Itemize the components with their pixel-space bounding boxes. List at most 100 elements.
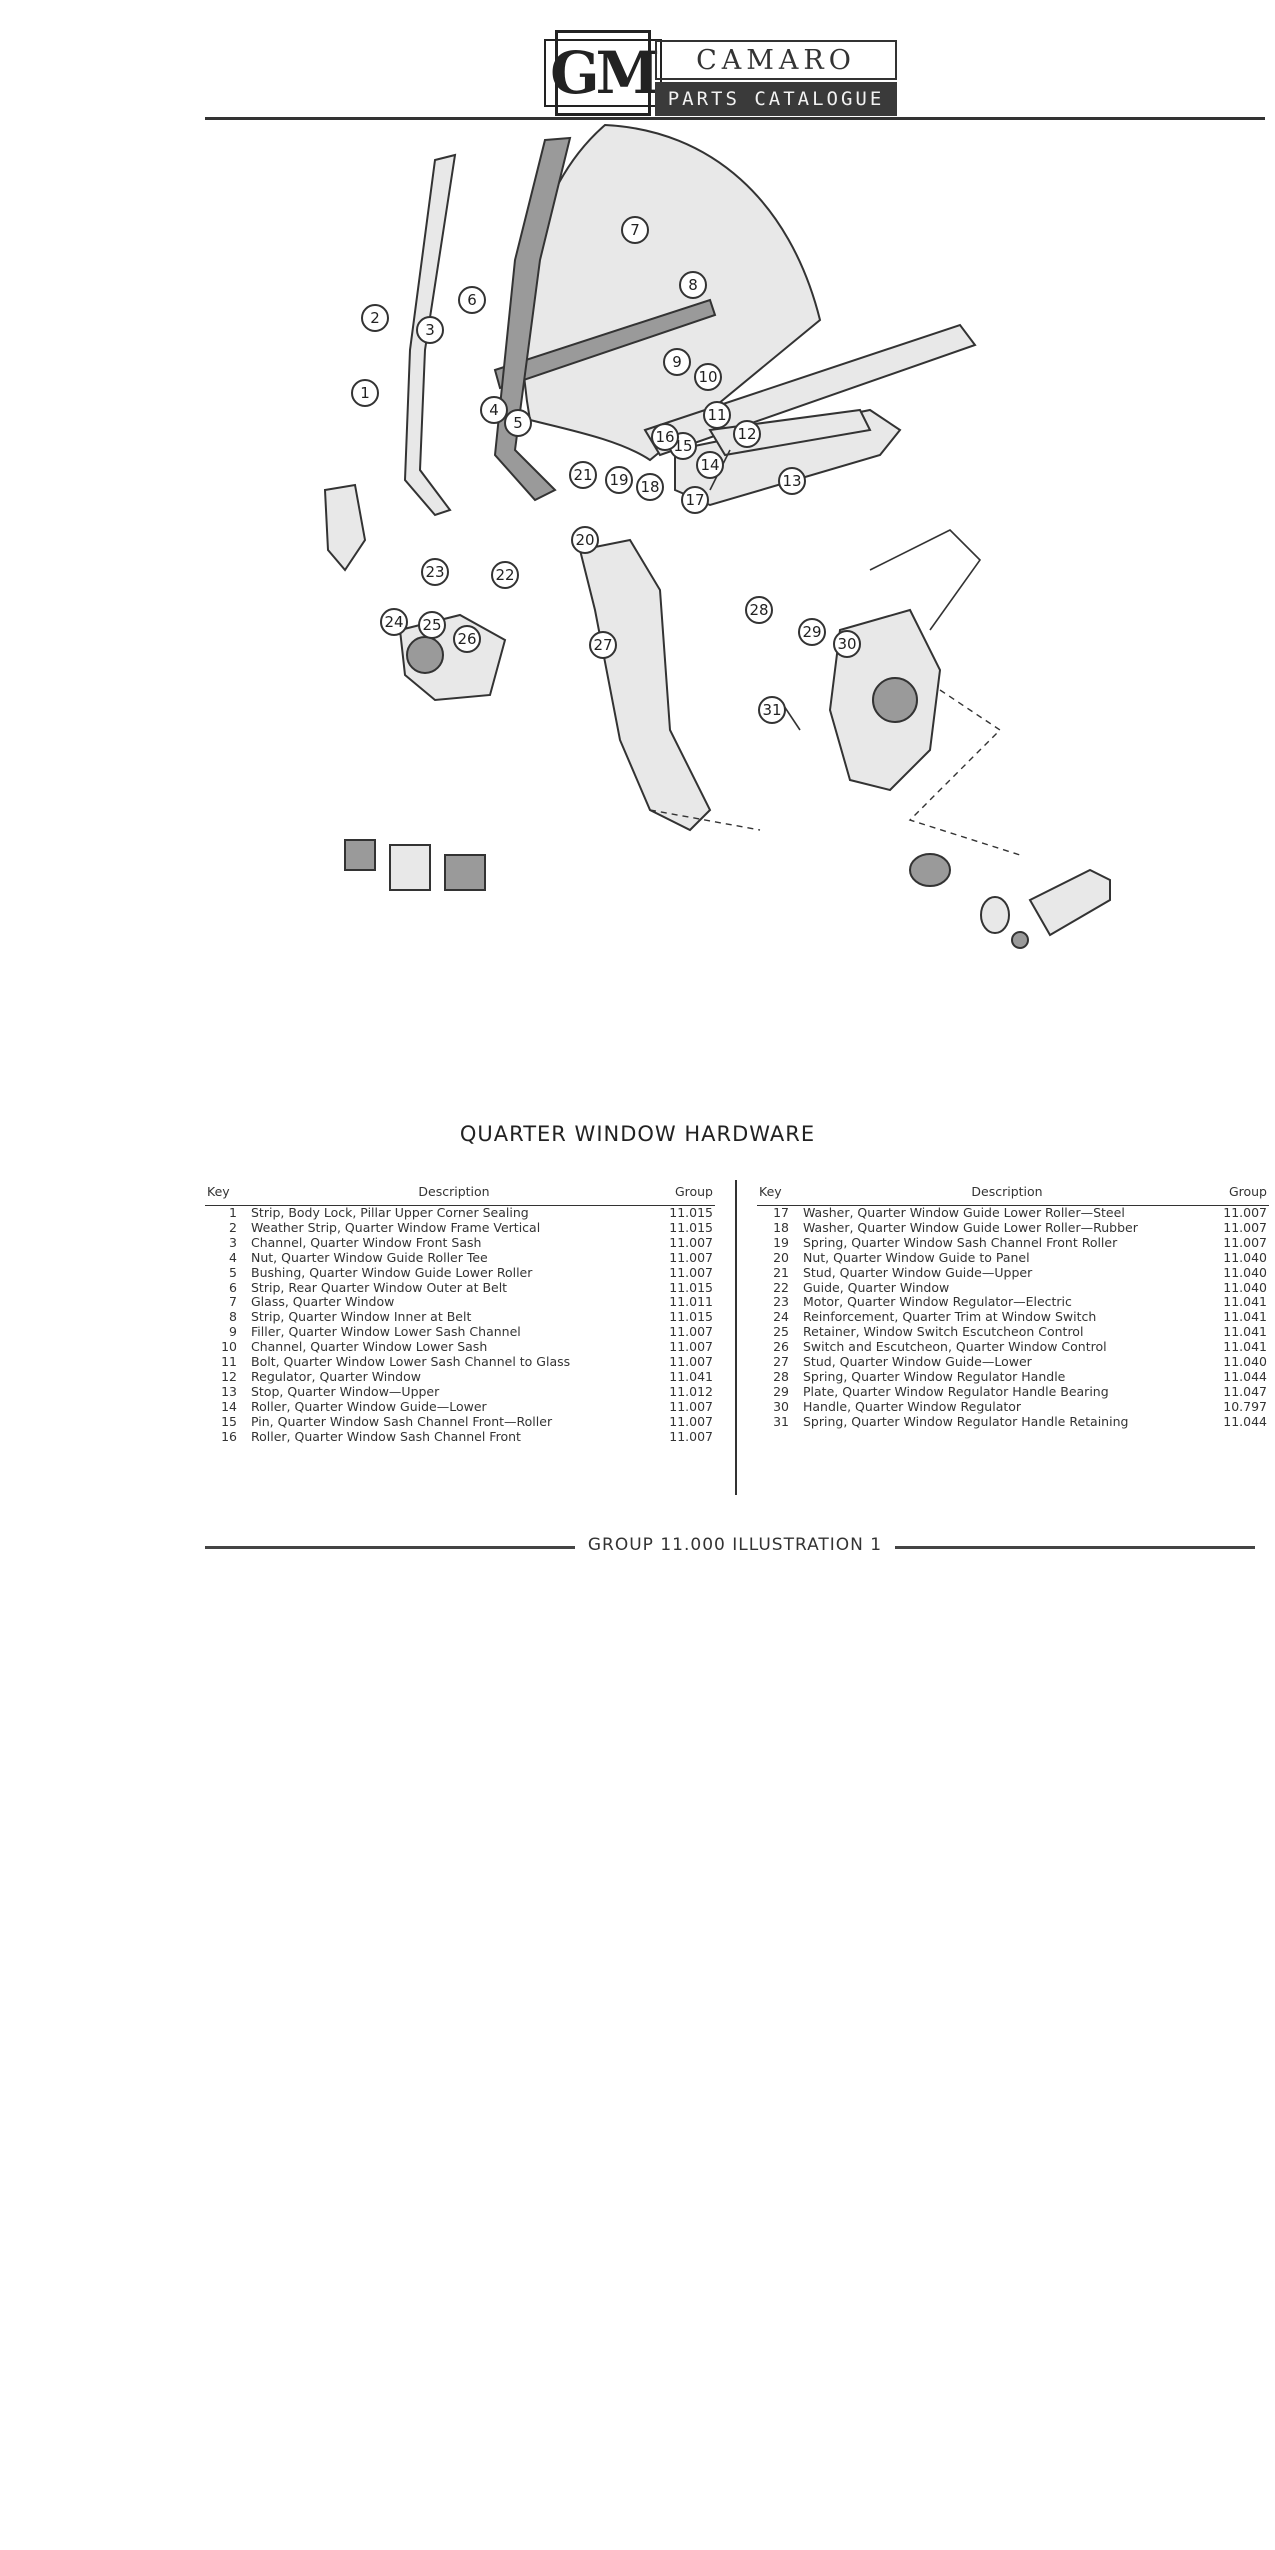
part-key: 27 — [773, 1355, 789, 1370]
part-key: 19 — [773, 1235, 789, 1250]
table-row: 30 Handle, Quarter Window Regulator 10.797 — [757, 1400, 1269, 1415]
part-group: 11.015 — [669, 1205, 713, 1221]
part-key: 25 — [773, 1325, 789, 1340]
callout-9: 9 — [663, 348, 691, 376]
part-group: 11.007 — [669, 1265, 713, 1280]
part-key: 6 — [229, 1280, 237, 1295]
part-description: Bushing, Quarter Window Guide Lower Roll… — [251, 1265, 533, 1280]
part-group: 11.015 — [669, 1280, 713, 1295]
part-group: 11.041 — [1223, 1295, 1267, 1310]
svg-text:27: 27 — [593, 636, 612, 654]
footer-rule-left — [205, 1546, 575, 1549]
svg-text:14: 14 — [700, 456, 719, 474]
part-key: 28 — [773, 1369, 789, 1384]
svg-text:4: 4 — [489, 401, 499, 419]
part-group: 11.047 — [1223, 1384, 1267, 1399]
callout-27: 27 — [589, 631, 617, 659]
svg-text:17: 17 — [685, 491, 704, 509]
part-key: 12 — [221, 1369, 237, 1384]
part-group: 11.015 — [669, 1220, 713, 1235]
callout-12: 12 — [733, 420, 761, 448]
part-group: 11.007 — [1223, 1220, 1267, 1235]
part-description: Weather Strip, Quarter Window Frame Vert… — [251, 1220, 541, 1235]
svg-text:7: 7 — [630, 221, 640, 239]
part-key: 2 — [229, 1220, 237, 1235]
callout-11: 11 — [703, 401, 731, 429]
svg-text:22: 22 — [495, 566, 514, 584]
weather-strip — [403, 153, 457, 517]
part-group: 11.040 — [1223, 1265, 1267, 1280]
part-description: Pin, Quarter Window Sash Channel Front—R… — [251, 1414, 553, 1429]
part-description: Washer, Quarter Window Guide Lower Rolle… — [803, 1205, 1125, 1221]
svg-text:1: 1 — [360, 384, 370, 402]
callout-23: 23 — [421, 558, 449, 586]
part-key: 8 — [229, 1310, 237, 1325]
column-divider — [735, 1180, 737, 1495]
svg-text:28: 28 — [749, 601, 768, 619]
front-sash-channel — [493, 136, 572, 502]
corner-sealing-strip — [323, 483, 367, 572]
part-key: 13 — [221, 1384, 237, 1399]
part-description: Spring, Quarter Window Regulator Handle … — [803, 1414, 1129, 1429]
part-group: 11.007 — [1223, 1235, 1267, 1250]
motor-drive — [406, 636, 444, 674]
table-row: 6 Strip, Rear Quarter Window Outer at Bel… — [205, 1281, 715, 1296]
callout-2: 2 — [361, 304, 389, 332]
part-key: 21 — [773, 1265, 789, 1280]
part-group: 10.797 — [1223, 1399, 1267, 1414]
part-description: Handle, Quarter Window Regulator — [803, 1399, 1022, 1414]
svg-text:18: 18 — [640, 478, 659, 496]
svg-text:23: 23 — [425, 563, 444, 581]
part-key: 30 — [773, 1399, 789, 1414]
callout-7: 7 — [621, 216, 649, 244]
part-key: 31 — [773, 1414, 789, 1429]
part-group: 11.007 — [669, 1399, 713, 1414]
part-description: Strip, Rear Quarter Window Outer at Belt — [251, 1280, 508, 1295]
part-key: 29 — [773, 1384, 789, 1399]
bearing-plate — [980, 896, 1010, 934]
svg-text:8: 8 — [688, 276, 698, 294]
description-header: Description — [801, 1178, 1213, 1206]
table-row: 2 Weather Strip, Quarter Window Frame Ver… — [205, 1221, 715, 1236]
svg-text:9: 9 — [672, 353, 682, 371]
quarter-window-guide — [578, 538, 712, 832]
part-description: Channel, Quarter Window Lower Sash — [251, 1340, 488, 1355]
regulator-gear — [872, 677, 918, 723]
svg-text:31: 31 — [762, 701, 781, 719]
part-key: 22 — [773, 1280, 789, 1295]
key-header: Key — [757, 1178, 801, 1206]
callout-17: 17 — [681, 486, 709, 514]
svg-text:3: 3 — [425, 321, 435, 339]
part-description: Switch and Escutcheon, Quarter Window Co… — [803, 1340, 1107, 1355]
regulator-arm — [869, 529, 982, 631]
svg-text:20: 20 — [575, 531, 594, 549]
part-description: Roller, Quarter Window Guide—Lower — [251, 1399, 487, 1414]
callout-4: 4 — [480, 396, 508, 424]
callout-22: 22 — [491, 561, 519, 589]
part-group: 11.040 — [1223, 1355, 1267, 1370]
svg-text:5: 5 — [513, 414, 523, 432]
part-key: 23 — [773, 1295, 789, 1310]
guide-stud-line — [649, 809, 761, 831]
part-description: Strip, Body Lock, Pillar Upper Corner Se… — [251, 1205, 529, 1221]
part-group: 11.007 — [669, 1340, 713, 1355]
part-description: Filler, Quarter Window Lower Sash Channe… — [251, 1325, 521, 1340]
part-group: 11.040 — [1223, 1280, 1267, 1295]
outer-belt-strip — [493, 298, 717, 390]
part-key: 9 — [229, 1325, 237, 1340]
part-description: Strip, Quarter Window Inner at Belt — [251, 1310, 472, 1325]
catalogue-masthead: GM CAMARO PARTS CATALOGUE — [544, 30, 900, 118]
footer-label: GROUP 11.000 ILLUSTRATION 1 — [587, 1535, 883, 1555]
callout-6: 6 — [458, 286, 486, 314]
key-header: Key — [205, 1178, 249, 1206]
